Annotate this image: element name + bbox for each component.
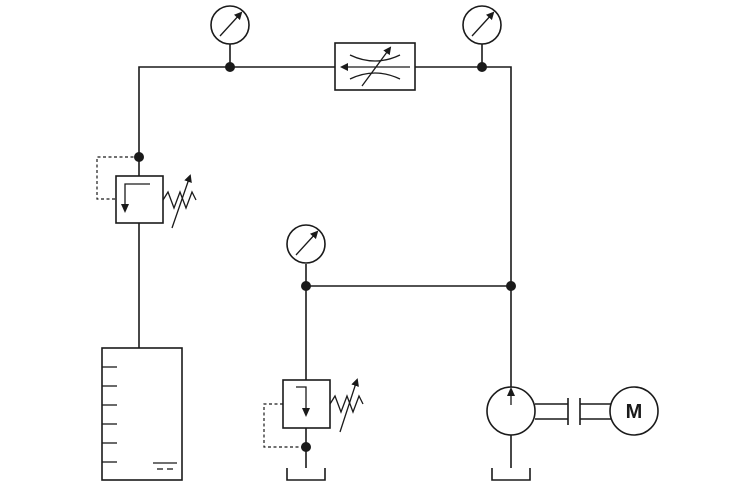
tank-drain-middle [286,468,326,481]
pipe-lines [138,66,512,468]
flow-control-valve [334,42,416,91]
pressure-gauge-left [210,5,250,67]
junction-dot [506,281,516,291]
hydraulic-pump [486,386,536,436]
electric-motor: M [609,386,659,436]
junction-dot [301,442,311,452]
reservoir [101,347,183,481]
top-pipe-right [415,66,512,405]
tank-drain-pump [491,468,531,481]
pressure-gauge-middle [286,224,326,286]
relief-valve-upper [96,156,197,229]
shaft-coupling [535,398,611,425]
top-pipe-left [138,66,335,157]
pressure-gauge-right [462,5,502,67]
relief-valve-lower [263,378,364,448]
motor-label: M [626,401,643,423]
